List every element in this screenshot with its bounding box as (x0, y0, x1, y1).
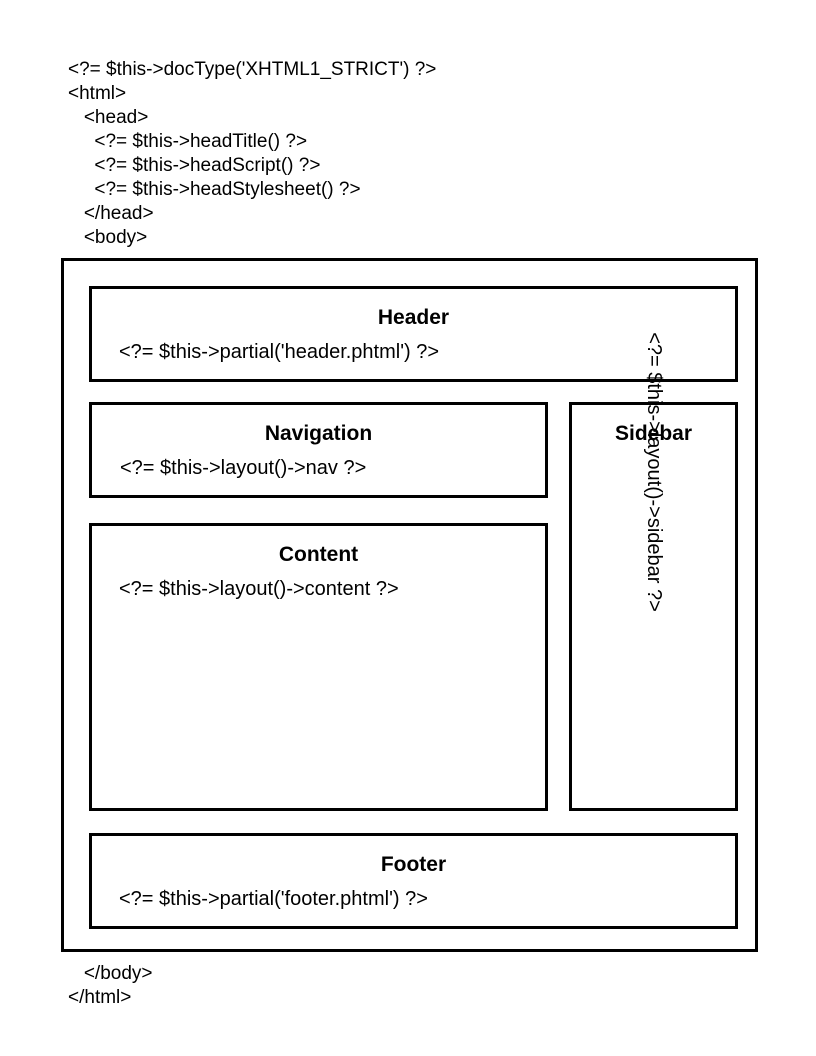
region-title-content: Content (278, 543, 359, 566)
region-title-header: Header (377, 306, 450, 329)
bottom-code-block: </body> </html> (68, 963, 153, 1008)
region-box-content: Content <?= $this->layout()->content ?> (89, 523, 548, 811)
region-box-header: Header <?= $this->partial('header.phtml'… (89, 286, 738, 382)
region-code-sidebar: <?= $this->layout()->sidebar ?> (642, 332, 665, 612)
region-box-navigation: Navigation <?= $this->layout()->nav ?> (89, 402, 548, 498)
region-box-sidebar: Sidebar <?= $this->layout()->sidebar ?> (569, 332, 738, 811)
region-code-navigation: <?= $this->layout()->nav ?> (120, 457, 367, 479)
layout-outer-frame: Header <?= $this->partial('header.phtml'… (61, 258, 758, 952)
region-title-navigation: Navigation (264, 422, 373, 445)
region-code-sidebar-rotated: <?= $this->layout()->sidebar ?> (572, 332, 735, 802)
region-code-footer: <?= $this->partial('footer.phtml') ?> (119, 888, 428, 910)
region-code-content: <?= $this->layout()->content ?> (119, 578, 399, 600)
region-code-header: <?= $this->partial('header.phtml') ?> (119, 341, 440, 363)
top-code-block: <?= $this->docType('XHTML1_STRICT') ?> <… (68, 59, 437, 248)
region-box-footer: Footer <?= $this->partial('footer.phtml'… (89, 833, 738, 929)
region-title-sidebar: Sidebar (614, 422, 693, 445)
region-title-footer: Footer (380, 853, 447, 876)
